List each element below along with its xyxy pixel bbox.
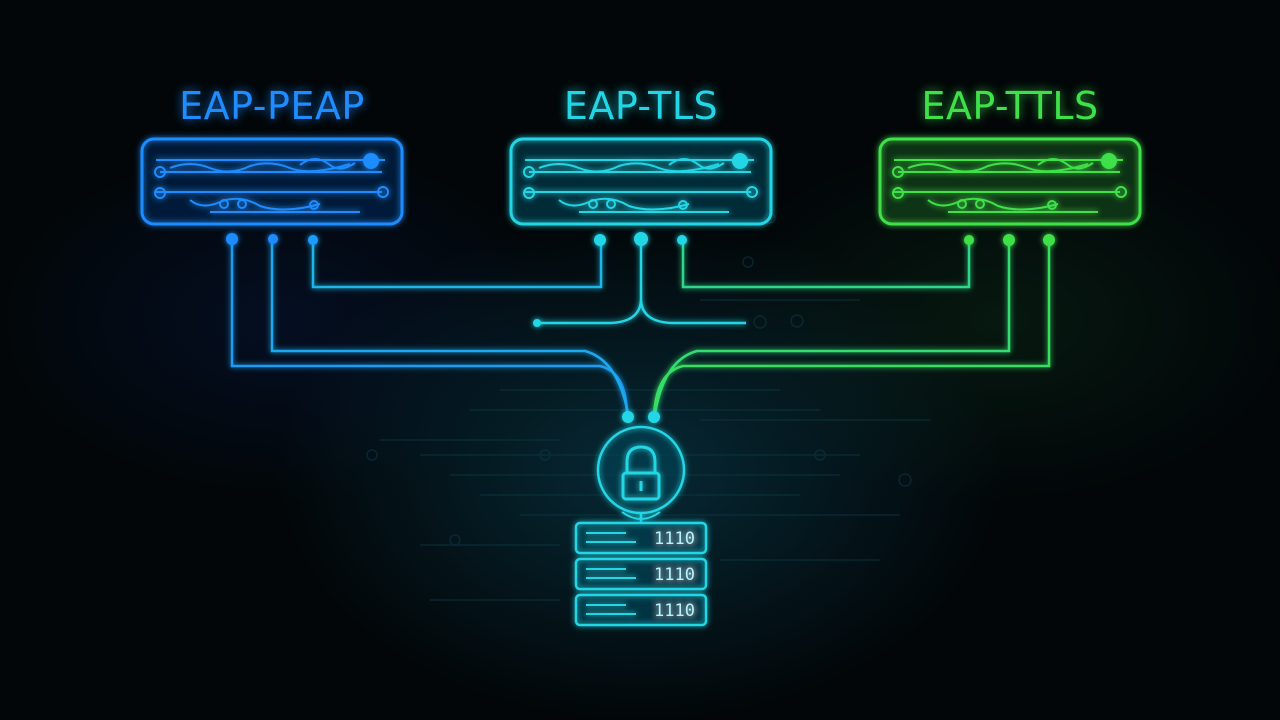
server-unit-code: 1110: [654, 529, 695, 549]
eap-ttls-device: [878, 137, 1142, 226]
server-unit: 1110: [574, 593, 708, 627]
eap-peap-device: [140, 137, 404, 226]
label-eap-peap: EAP-PEAP: [179, 84, 365, 128]
label-eap-ttls: EAP-TTLS: [921, 84, 1099, 128]
background-traces: [366, 212, 930, 601]
connector-dots: [226, 232, 1055, 423]
padlock-icon: [596, 425, 686, 522]
server-unit-code: 1110: [654, 565, 695, 585]
label-eap-tls: EAP-TLS: [563, 84, 719, 128]
server-unit-frame: [574, 521, 708, 555]
server-unit-frame: [574, 593, 708, 627]
server-unit-frame: [574, 557, 708, 591]
connection-lines: [230, 240, 1051, 415]
server-unit-code: 1110: [654, 601, 695, 621]
eap-tls-device: [509, 137, 773, 226]
auth-server-stack: 1110 1110 1110: [574, 521, 708, 627]
server-unit: 1110: [574, 557, 708, 591]
server-unit: 1110: [574, 521, 708, 555]
